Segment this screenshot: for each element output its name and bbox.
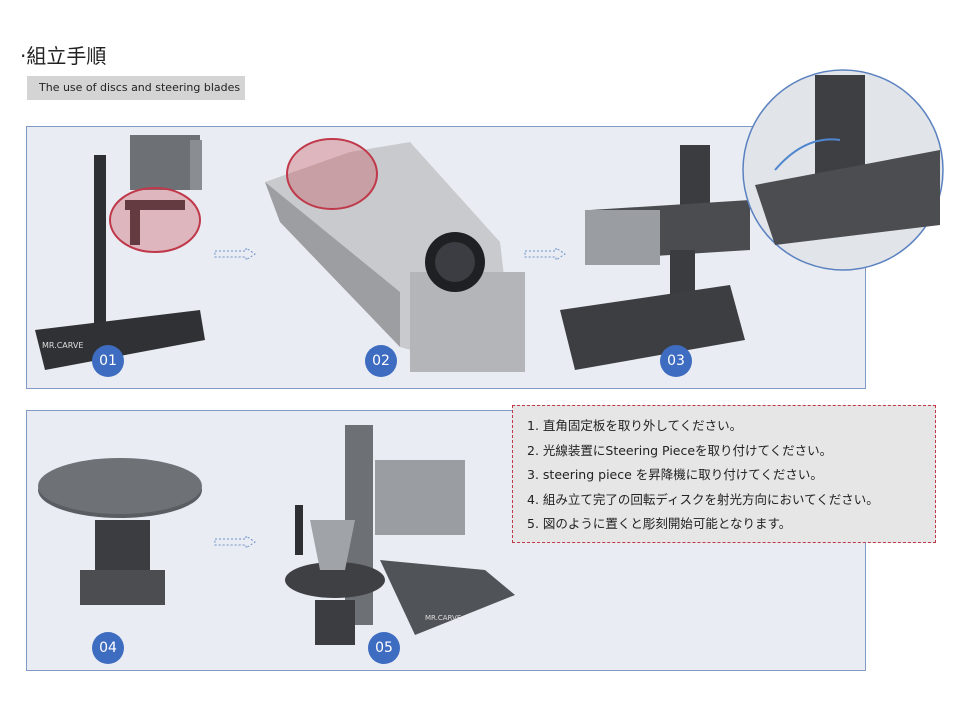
step-badge-02: 02 (365, 345, 397, 377)
instruction-item: 4. 組み立て完了の回転ディスクを射光方向においてください。 (527, 491, 879, 507)
step-badge-05: 05 (368, 632, 400, 664)
page-title: ·組立手順 (20, 44, 107, 68)
step-badge-03: 03 (660, 345, 692, 377)
product-label: MR.CARVE (425, 614, 461, 622)
instructions-box: 1. 直角固定板を取り外してください。 2. 光線装置にSteering Pie… (512, 405, 936, 543)
step-badge-04: 04 (92, 632, 124, 664)
section-subtitle: The use of discs and steering blades (27, 76, 245, 100)
step-badge-01: 01 (92, 345, 124, 377)
arrow-right-icon (214, 535, 256, 549)
arrow-right-icon (524, 247, 566, 261)
arrow-right-icon (214, 247, 256, 261)
instruction-item: 1. 直角固定板を取り外してください。 (527, 418, 743, 433)
product-label: MR.CARVE (42, 341, 83, 350)
machine-image-step2 (265, 138, 525, 372)
instruction-item: 5. 図のように置くと彫刻開始可能となります。 (527, 516, 792, 531)
instruction-item: 3. steering piece を昇降機に取り付けてください。 (527, 467, 823, 482)
instruction-item: 2. 光線装置にSteering Pieceを取り付けてください。 (527, 442, 833, 458)
machine-image-step1: MR.CARVE (35, 135, 205, 370)
disc-image-step4 (38, 458, 202, 605)
machine-image-step5: MR.CARVE (285, 425, 515, 645)
machine-image-step3 (560, 145, 750, 370)
detail-zoom-circle (742, 69, 944, 271)
